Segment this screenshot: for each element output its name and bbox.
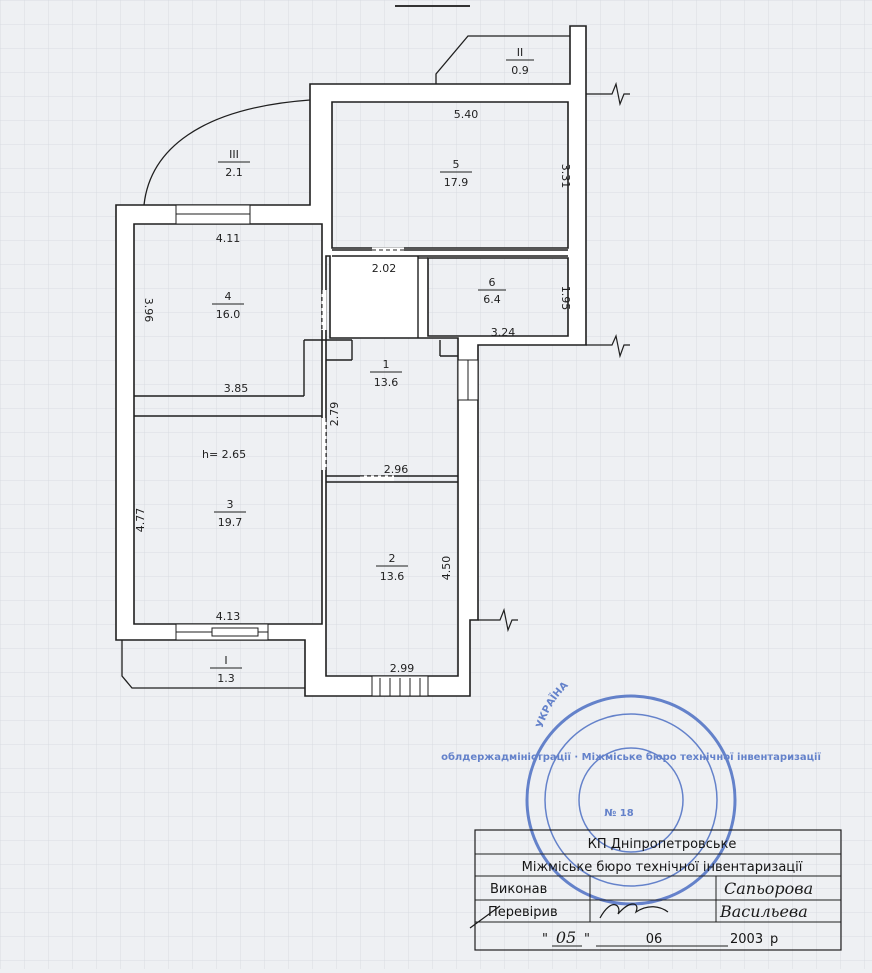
room-3-number: 3	[227, 498, 234, 511]
door-dashes	[321, 249, 404, 483]
room-1-label: 1 13.6	[370, 358, 402, 389]
room-4-label: 4 16.0	[212, 290, 244, 321]
room-6-label: 6 6.4	[478, 276, 506, 306]
checker-scribble-signature	[469, 903, 669, 929]
room-1-number: 1	[383, 358, 390, 371]
room-5-area: 17.9	[444, 176, 469, 189]
dim-hall-side: 2.79	[328, 402, 341, 427]
org-name-line2: Міжміське бюро технічної інвентаризації	[522, 860, 803, 875]
dim-room6-width: 3.24	[491, 326, 516, 339]
dim-room3-depth: 4.77	[134, 508, 147, 533]
balcony-ii-number: II	[517, 46, 524, 59]
performed-by-signature: Сапьорова	[724, 879, 813, 898]
dim-room4-depth: 3.96	[142, 298, 155, 323]
balcony-iii-number: III	[229, 148, 239, 161]
dim-room6-depth: 1.95	[559, 286, 572, 311]
room-3-label: 3 19.7	[214, 498, 246, 529]
date-close-quote: "	[584, 932, 590, 947]
balcony-ii-label: II 0.9	[506, 46, 534, 77]
ceiling-height-label: h= 2.65	[202, 448, 246, 461]
room-1-area: 13.6	[374, 376, 399, 389]
balcony-i-number: I	[224, 654, 227, 667]
balcony-labels: II 0.9 III 2.1 I 1.3	[210, 46, 534, 685]
balconies	[121, 35, 570, 689]
balcony-i-outline	[121, 640, 305, 689]
dim-room5-width: 5.40	[454, 108, 479, 121]
balcony-iii-label: III 2.1	[218, 148, 250, 179]
room-labels: 5 17.9 6 6.4 4 16.0 1 13.6 3 19.7 2 13.6	[202, 158, 506, 583]
balcony-i-label: I 1.3	[210, 654, 242, 685]
dim-room4-bottom: 3.85	[224, 382, 249, 395]
dimension-labels: 5.40 3.31 4.11 3.96 3.85 2.02 1.95 3.24 …	[134, 108, 572, 675]
balcony-iii-outline	[143, 99, 311, 206]
stamp-ring-text: облдержадміністрації · Міжміське бюро те…	[441, 751, 821, 763]
org-name-line1: КП Дніпропетровське	[588, 837, 737, 852]
room-6-number: 6	[489, 276, 496, 289]
room-5-number: 5	[453, 158, 460, 171]
windows	[175, 204, 479, 697]
checked-label: Перевірив	[488, 905, 558, 920]
door-openings	[321, 247, 404, 481]
performed-label: Виконав	[490, 882, 547, 897]
room-2-area: 13.6	[380, 570, 405, 583]
balcony-iii-area: 2.1	[225, 166, 243, 179]
walls	[115, 25, 587, 697]
room-2-label: 2 13.6	[376, 552, 408, 583]
balcony-ii-outline	[435, 35, 570, 84]
dim-room2-bottom: 2.99	[390, 662, 415, 675]
checked-by-signature: Васильева	[719, 902, 808, 921]
title-block: КП Дніпропетровське Міжміське бюро техні…	[469, 829, 842, 951]
date-month: 06	[646, 932, 663, 947]
date-year: 2003	[730, 932, 763, 947]
room-6-area: 6.4	[483, 293, 501, 306]
date-open-quote: "	[542, 932, 548, 947]
dim-room5-depth: 3.31	[559, 164, 572, 189]
date-suffix: р	[770, 932, 778, 947]
room-4-number: 4	[225, 290, 232, 303]
section-breaks	[478, 81, 630, 633]
room-4-area: 16.0	[216, 308, 241, 321]
room-5-label: 5 17.9	[440, 158, 472, 189]
dim-room3-bottom: 4.13	[216, 610, 241, 623]
stamp-number: № 18	[604, 808, 633, 819]
dim-room2-top: 2.96	[384, 463, 409, 476]
room-3-area: 19.7	[218, 516, 243, 529]
balcony-ii-area: 0.9	[511, 64, 529, 77]
room-2-number: 2	[389, 552, 396, 565]
dim-room2-depth: 4.50	[440, 556, 453, 581]
dim-hall-top: 2.02	[372, 262, 397, 275]
balcony-i-area: 1.3	[217, 672, 235, 685]
dim-room4-width: 4.11	[216, 232, 241, 245]
date-day: 05	[556, 928, 576, 947]
